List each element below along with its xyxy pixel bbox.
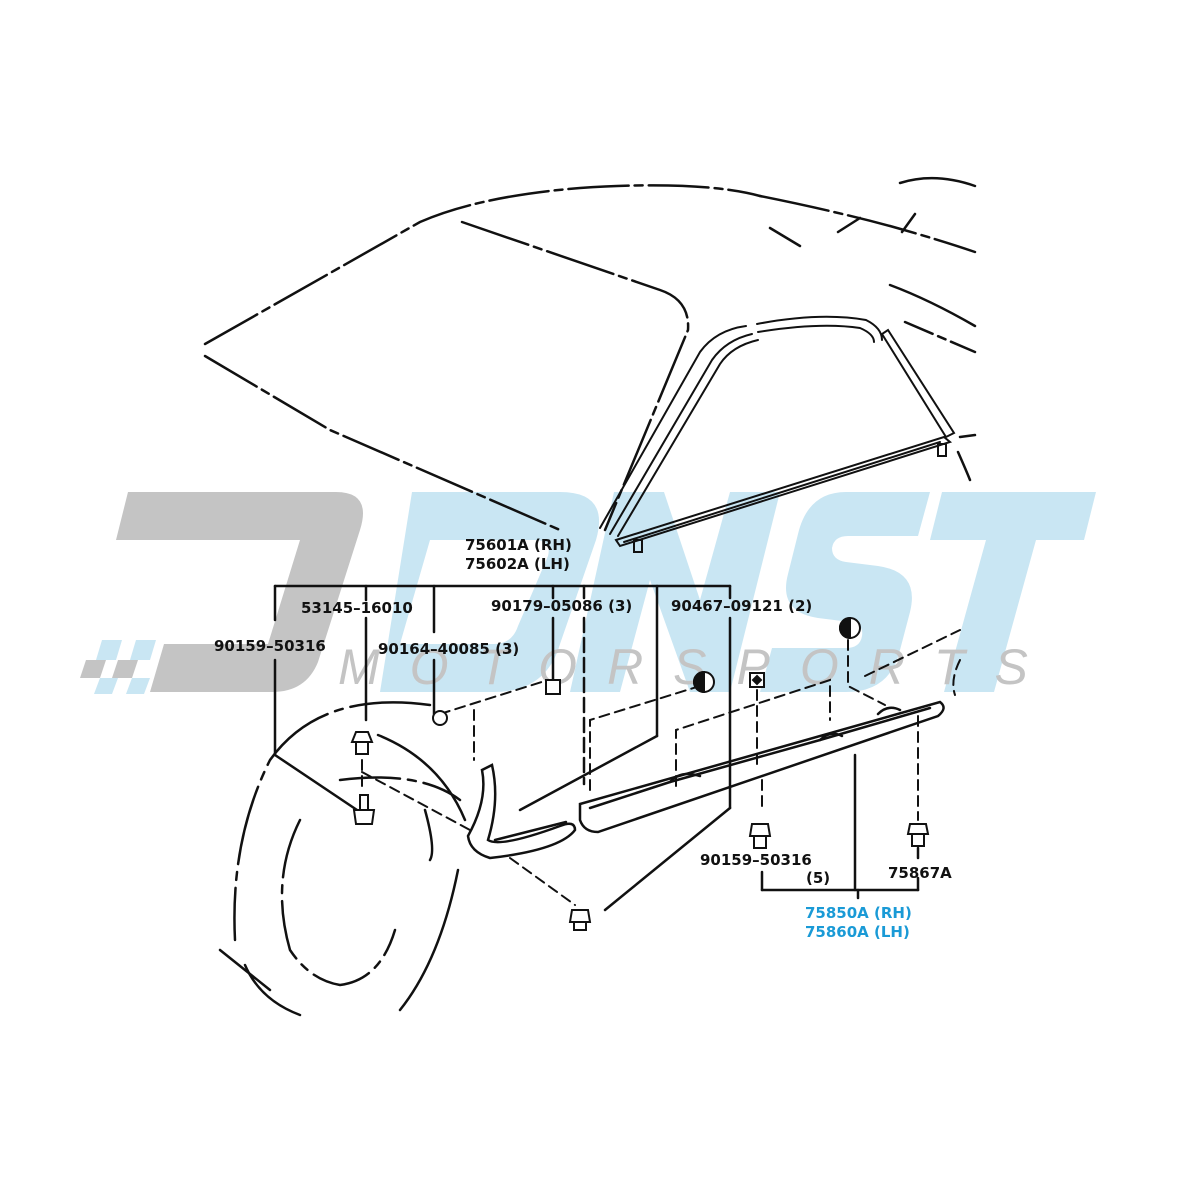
leader-lines <box>273 584 732 912</box>
label-75602a-lh[interactable]: 75602A (LH) <box>465 555 570 573</box>
label-90159-50316-right[interactable]: 90159–50316 <box>700 851 812 869</box>
label-90179-05086[interactable]: 90179–05086 (3) <box>491 597 633 615</box>
roof-outline <box>758 176 977 482</box>
rocker-panel-moulding <box>578 700 945 834</box>
logo-j-shape <box>116 492 363 692</box>
label-53145-16010[interactable]: 53145–16010 <box>301 599 413 617</box>
wheel-arch <box>218 701 467 1017</box>
logo-t-letter <box>930 492 1096 692</box>
watermark-subtitle: MOTORSPORTS <box>338 639 1058 695</box>
label-75867a[interactable]: 75867A <box>888 864 952 882</box>
label-75601a-rh[interactable]: 75601A (RH) <box>465 536 572 554</box>
logo-s-letter <box>760 492 930 692</box>
checkered-flag-icon <box>80 640 156 694</box>
logo-d-letter <box>380 492 600 692</box>
label-qty-5: (5) <box>806 869 831 887</box>
hood-outline <box>203 184 762 532</box>
rocker-label-bracket <box>760 753 920 900</box>
rocker-front-piece <box>466 763 577 860</box>
door-frame-moulding <box>599 315 956 553</box>
label-75850a-rh[interactable]: 75850A (RH) <box>805 904 912 922</box>
fastener-icons <box>350 616 930 931</box>
logo-n-letter <box>570 492 780 692</box>
assembly-dashed-lines <box>361 629 961 906</box>
label-75860a-lh[interactable]: 75860A (LH) <box>805 923 910 941</box>
label-90159-50316-left[interactable]: 90159–50316 <box>214 637 326 655</box>
label-90467-09121[interactable]: 90467–09121 (2) <box>671 597 813 615</box>
label-90164-40085[interactable]: 90164–40085 (3) <box>378 640 520 658</box>
